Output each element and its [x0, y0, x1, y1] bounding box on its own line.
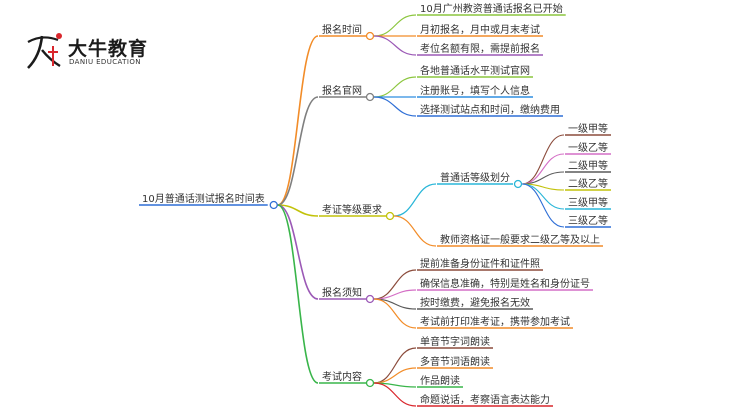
leaf-node-2-1: 教师资格证一般要求二级乙等及以上: [440, 233, 600, 246]
leaf-node-0-0: 10月广州教资普通话报名已开始: [420, 2, 563, 15]
sub-node-0: 一级甲等: [568, 122, 608, 135]
branch-edge-2: [277, 204, 319, 217]
mindmap-nodes: 10月普通话测试报名时间表 报名时间 10月广州教资普通话报名已开始月初报名，月中或…: [139, 2, 611, 407]
sub-node-3: 二级乙等: [568, 177, 608, 190]
leaf-node-3-0: 提前准备身份证件和证件照: [420, 257, 540, 270]
leaf-node-0-1: 月初报名，月中或月末考试: [420, 23, 540, 36]
branch-edge-0: [277, 35, 319, 206]
leaf-node-4-0: 单音节字词朗读: [420, 335, 490, 348]
branch-edge-3: [277, 204, 319, 300]
root-node: 10月普通话测试报名时间表: [142, 192, 265, 205]
mindmap-edges: [277, 14, 565, 407]
leaf-node-1-1: 注册账号，填写个人信息: [420, 84, 530, 97]
branch-node-2: 考证等级要求: [322, 203, 382, 216]
logo-mark-icon: [27, 33, 62, 69]
leaf-node-4-3: 命题说话，考察语言表达能力: [420, 393, 550, 406]
sub-edge-5: [521, 183, 565, 228]
collapse-toggle-grade[interactable]: [513, 179, 523, 189]
leaf-node-3-2: 按时缴费，避免报名无效: [420, 296, 530, 309]
leaf-edge-1-0: [373, 76, 417, 98]
collapse-toggle-1[interactable]: [365, 92, 375, 102]
leaf-node-4-2: 作品朗读: [420, 374, 460, 387]
branch-edge-1: [277, 96, 319, 206]
collapse-toggle-0[interactable]: [365, 31, 375, 41]
branch-node-0: 报名时间: [322, 23, 362, 36]
sub-node-4: 三级甲等: [568, 196, 608, 209]
sub-node-1: 一级乙等: [568, 141, 608, 154]
collapse-toggle-root[interactable]: [269, 200, 278, 210]
leaf-edge-4-0: [373, 347, 417, 384]
collapse-toggle-3[interactable]: [365, 294, 375, 304]
leaf-node-1-0: 各地普通话水平测试官网: [420, 64, 530, 77]
leaf-edge-0-0: [373, 14, 417, 37]
branch-node-1: 报名官网: [322, 84, 362, 97]
sub-node-5: 三级乙等: [568, 214, 608, 227]
sub-edge-1: [521, 153, 565, 185]
sub-edge-0: [521, 134, 565, 185]
brand-logo: 大牛教育 DANIU EDUCATION: [22, 30, 172, 74]
leaf-node-0-2: 考位名额有限，需提前报名: [420, 42, 540, 55]
leaf-edge-4-1: [373, 367, 417, 384]
leaf-edge-3-3: [373, 298, 417, 329]
leaf-edge-2-0: [393, 183, 437, 217]
logo-subtitle: DANIU EDUCATION: [69, 58, 141, 66]
collapse-toggle-2[interactable]: [385, 211, 395, 221]
logo-name: 大牛教育: [68, 38, 149, 60]
leaf-node-3-1: 确保信息准确，特别是姓名和身份证号: [420, 277, 590, 290]
leaf-node-3-3: 考试前打印准考证，携带参加考试: [420, 315, 570, 328]
leaf-edge-2-1: [393, 215, 437, 247]
leaf-edge-0-2: [373, 35, 417, 56]
leaf-node-1-2: 选择测试站点和时间，缴纳费用: [420, 103, 560, 116]
branch-node-4: 考试内容: [322, 370, 362, 383]
collapse-toggle-4[interactable]: [365, 378, 375, 388]
leaf-edge-4-3: [373, 382, 417, 407]
leaf-node-4-1: 多音节词语朗读: [420, 355, 490, 368]
branch-node-3: 报名须知: [322, 286, 362, 299]
sub-node-2: 二级甲等: [568, 159, 608, 172]
branch-edge-4: [277, 204, 319, 384]
leaf-edge-1-2: [373, 96, 417, 117]
leaf-node-2-0: 普通话等级划分: [440, 171, 510, 184]
